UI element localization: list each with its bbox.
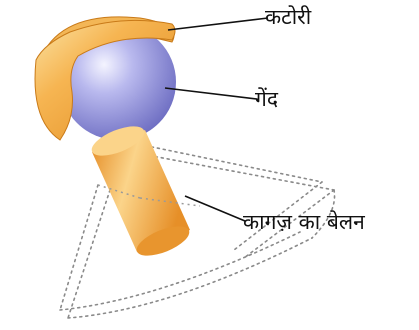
- paper-cylinder: [91, 126, 201, 256]
- ball-label: गेंद: [255, 87, 278, 111]
- ball: [60, 24, 176, 140]
- cylinder-leader-line: [184, 195, 246, 222]
- bowl: [34, 19, 176, 141]
- paper-cylinder-label: कागज़ का बेलन: [243, 210, 365, 234]
- ball-leader-line: [164, 87, 258, 100]
- bowl-leader-line: [167, 17, 269, 31]
- bowl-label: कटोरी: [265, 5, 312, 29]
